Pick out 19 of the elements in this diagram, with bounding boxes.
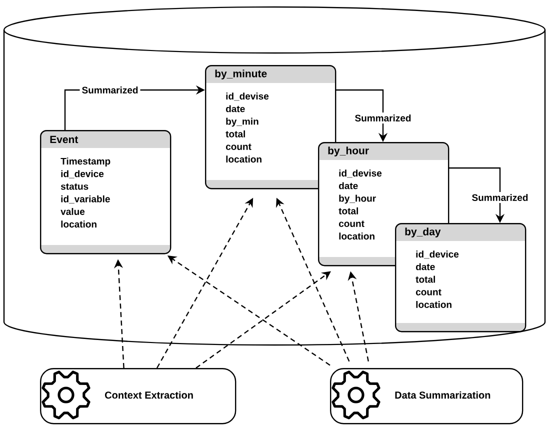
- table-title: by_day: [405, 228, 441, 238]
- table-box: [395, 223, 526, 332]
- process-box: [40, 368, 236, 424]
- edge-label: Summarized: [352, 112, 414, 124]
- table-title: by_hour: [328, 146, 369, 156]
- field-list: id_device date total count location: [416, 250, 459, 308]
- edge-label: Summarized: [470, 192, 530, 203]
- table-box: [40, 130, 172, 254]
- database-cylinder: [3, 6, 546, 346]
- field-list: id_devise date by_min total count location: [226, 92, 269, 163]
- dashed-arrow: [196, 271, 331, 368]
- table-title: by_minute: [215, 70, 267, 80]
- edge-label: Summarized: [80, 84, 140, 96]
- field-list: Timestamp id_device status id_variable value location: [60, 158, 110, 228]
- process-box: [330, 368, 524, 424]
- process-label: Context Extraction: [105, 391, 193, 399]
- process-label: Data Summarization: [395, 391, 490, 399]
- field-list: id_devise date by_hour total count location: [338, 170, 382, 240]
- table-title: Event: [50, 136, 78, 144]
